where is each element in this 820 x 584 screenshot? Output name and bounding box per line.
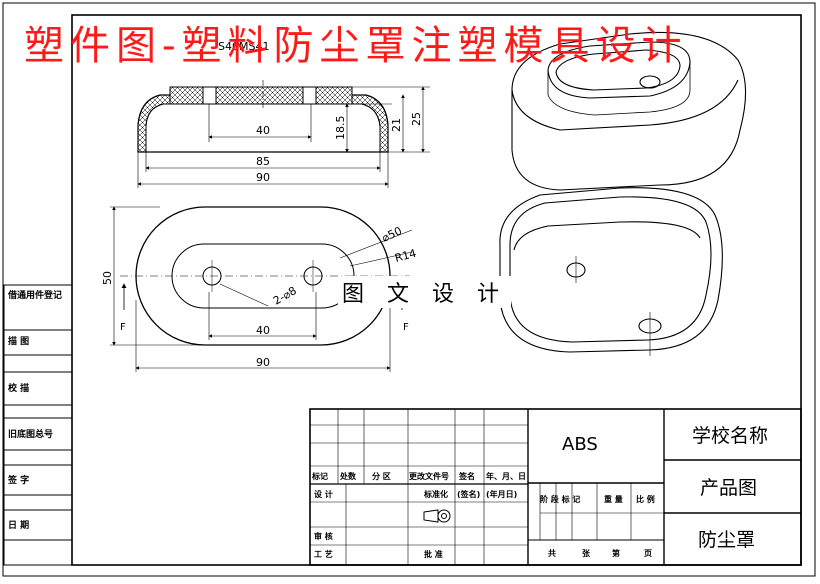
side-row-trace: 描 图 <box>8 335 29 347</box>
side-row-signature: 签 字 <box>7 474 29 486</box>
label-sign: (签名) <box>457 489 480 499</box>
stage-header-weight: 重 量 <box>604 494 623 504</box>
section-label-left: F <box>120 322 126 333</box>
label-process: 工 艺 <box>314 549 333 559</box>
plan-dim-50: 50 <box>101 271 114 285</box>
rev-header-sign: 签名 <box>458 471 475 481</box>
plan-dim-r14: R14 <box>393 247 417 265</box>
drawing-type: 产品图 <box>700 477 757 499</box>
sheet-number-label: 第 <box>612 548 620 558</box>
rev-header-zone: 分 区 <box>372 471 391 481</box>
side-row-old-number: 旧底图总号 <box>8 428 53 440</box>
sheet-page-label: 页 <box>644 549 652 558</box>
label-design: 设 计 <box>314 489 333 499</box>
outer-border <box>2 2 816 577</box>
stage-header-scale: 比 例 <box>636 494 655 504</box>
isometric-view-top <box>511 31 747 191</box>
label-approve: 批 准 <box>424 549 443 559</box>
school-name: 学校名称 <box>692 425 768 447</box>
section-label-right: F <box>403 322 409 333</box>
front-dim-90: 90 <box>256 171 270 184</box>
stage-header-mark: 阶 段 标 记 <box>540 494 580 504</box>
side-row-check: 校 描 <box>8 382 29 394</box>
isometric-view-bottom <box>499 187 723 356</box>
front-dim-25: 25 <box>410 112 423 126</box>
front-dim-85: 85 <box>256 155 270 168</box>
side-row-borrow: 借通用件登记 <box>7 289 62 301</box>
label-date: (年月日) <box>486 489 517 499</box>
watermark-text: 图 文 设 计 <box>338 276 511 308</box>
side-table: 借通用件登记 描 图 校 描 旧底图总号 签 字 日 期 <box>3 284 73 566</box>
plan-dim-2phi8: 2-⌀8 <box>271 284 299 308</box>
material-value: ABS <box>562 434 598 455</box>
front-dim-21: 21 <box>390 118 403 132</box>
front-section-view <box>137 80 430 188</box>
sheet-unit-label: 张 <box>582 549 591 558</box>
title-block <box>309 408 802 566</box>
top-label: S40MS41 <box>218 40 269 53</box>
plan-dim-phi50: ⌀50 <box>380 224 404 244</box>
rev-header-doc: 更改文件号 <box>409 471 449 481</box>
revision-headers: 标记 处数 分 区 更改文件号 签名 年、月、日 <box>311 471 526 481</box>
front-dim-40: 40 <box>256 124 270 137</box>
sheet-total-label: 共 <box>548 548 556 558</box>
rev-header-count: 处数 <box>339 471 357 481</box>
rev-header-date: 年、月、日 <box>486 471 526 481</box>
side-row-date: 日 期 <box>8 519 29 531</box>
part-name: 防尘罩 <box>698 529 755 551</box>
plan-dim-90: 90 <box>256 356 270 369</box>
banner-title: 塑件图-塑料防尘罩注塑模具设计 <box>24 23 688 69</box>
plan-dim-40: 40 <box>256 324 270 337</box>
label-review: 审 核 <box>314 531 333 541</box>
rev-header-mark: 标记 <box>311 471 328 481</box>
front-dim-18-5: 18.5 <box>334 116 347 141</box>
label-standardize: 标准化 <box>423 489 448 499</box>
